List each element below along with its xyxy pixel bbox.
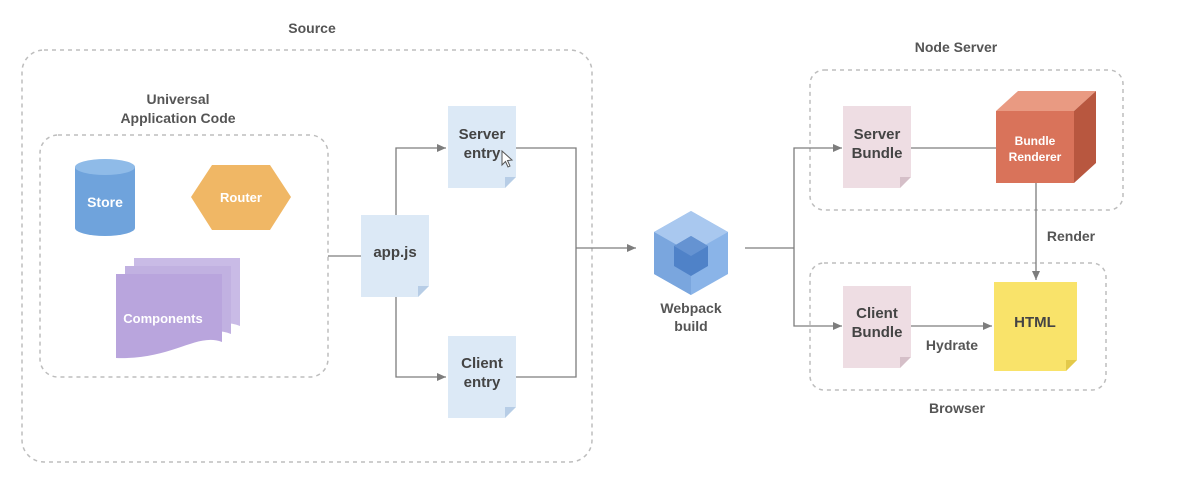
client-bundle-node: Client Bundle xyxy=(843,286,911,368)
source-title: Source xyxy=(288,20,336,36)
client-entry-line2: entry xyxy=(464,374,501,391)
bundle-renderer-line2: Renderer xyxy=(1009,150,1062,164)
server-bundle-line2: Bundle xyxy=(852,145,903,162)
connectors xyxy=(328,144,1040,381)
store-node: Store xyxy=(75,159,135,236)
browser-group xyxy=(809,262,1107,391)
client-entry-node: Client entry xyxy=(448,336,516,418)
html-label: HTML xyxy=(1014,314,1056,331)
bundle-renderer-node: Bundle Renderer xyxy=(996,91,1096,183)
store-label: Store xyxy=(87,194,123,210)
universal-app-group xyxy=(39,134,329,378)
router-node: Router xyxy=(191,165,291,230)
server-bundle-node: Server Bundle xyxy=(843,106,911,188)
server-bundle-line1: Server xyxy=(854,126,901,143)
render-label: Render xyxy=(1047,228,1096,244)
node-server-title: Node Server xyxy=(915,39,998,55)
server-entry-node: Server entry xyxy=(448,106,516,188)
client-bundle-line1: Client xyxy=(856,305,898,322)
html-node: HTML xyxy=(994,282,1077,371)
webpack-node: Webpack build xyxy=(654,211,728,334)
client-entry-line1: Client xyxy=(461,355,503,372)
router-label: Router xyxy=(220,190,262,205)
node-server-group xyxy=(809,69,1124,211)
app-js-node: app.js xyxy=(361,215,429,297)
webpack-line2: build xyxy=(674,318,707,334)
hydrate-label: Hydrate xyxy=(926,337,978,353)
bundle-renderer-line1: Bundle xyxy=(1015,134,1056,148)
universal-title-line1: Universal xyxy=(146,91,209,107)
server-entry-line1: Server xyxy=(459,126,506,143)
app-js-label: app.js xyxy=(373,244,416,261)
components-node: Components xyxy=(116,258,240,359)
client-bundle-line2: Bundle xyxy=(852,324,903,341)
universal-title-line2: Application Code xyxy=(120,110,235,126)
source-group xyxy=(21,49,593,463)
webpack-icon xyxy=(654,211,728,295)
browser-title: Browser xyxy=(929,400,986,416)
mouse-cursor-icon xyxy=(501,149,514,168)
webpack-line1: Webpack xyxy=(660,300,721,316)
components-label: Components xyxy=(123,311,202,326)
server-entry-line2: entry xyxy=(464,145,501,162)
